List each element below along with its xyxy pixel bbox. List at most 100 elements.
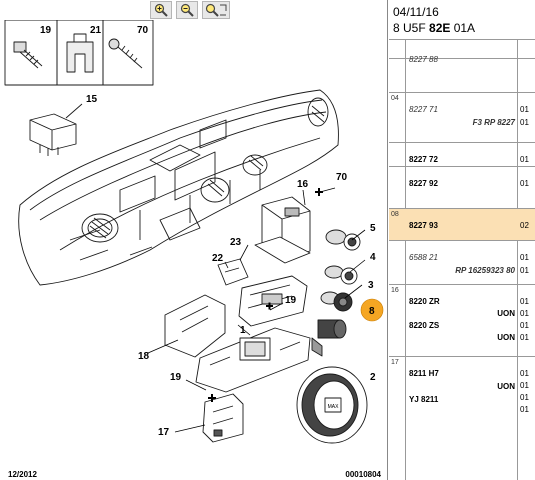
- bracket-22: [217, 258, 249, 286]
- exploded-parts-diagram: MAX: [4, 20, 384, 444]
- callout-5[interactable]: 5: [370, 223, 376, 234]
- row-part-number: 8211 H7: [409, 369, 439, 378]
- row-part-number: 8227 72: [409, 155, 438, 164]
- row-quantity: 01: [520, 333, 529, 342]
- row-reference: RP 16259323 80: [455, 266, 515, 275]
- zoom-in-button[interactable]: [150, 1, 172, 19]
- row-part-number: 8227 71: [409, 105, 438, 114]
- parts-list-panel: 04/11/16 8 U5F 82E 01A 8227 88 04 8227 71 F…: [389, 0, 535, 480]
- row-quantity: 01: [520, 405, 529, 414]
- row-quantity: 01: [520, 309, 529, 318]
- side-trim-18: [164, 294, 226, 358]
- parts-row[interactable]: 04 8227 71 F3 RP 8227 01 01: [389, 92, 535, 142]
- callout-8[interactable]: 8: [369, 306, 375, 317]
- row-quantity: 01: [520, 266, 529, 275]
- row-index: 08: [391, 211, 399, 218]
- parts-row[interactable]: 16 8220 ZR UON 8220 ZS UON 01 01 01 01: [389, 284, 535, 356]
- row-quantity: 01: [520, 321, 529, 330]
- callout-23[interactable]: 23: [230, 237, 242, 248]
- leader-lines: [147, 187, 366, 433]
- header-vehicle-code: 8 U5F 82E 01A: [393, 20, 535, 36]
- row-quantity: 01: [520, 253, 529, 262]
- row-part-number: 8227 93: [409, 221, 438, 230]
- fixing-markers: [208, 188, 323, 402]
- row-index: 04: [391, 95, 399, 102]
- bracket-17: [202, 393, 244, 443]
- row-quantity: 02: [520, 221, 529, 230]
- header-code-bold: 82E: [429, 21, 451, 35]
- socket-5: [325, 229, 361, 251]
- row-reference: UON: [497, 309, 515, 318]
- callout-1[interactable]: 1: [240, 325, 246, 336]
- center-console-bracket: [254, 196, 311, 264]
- callout-19-b[interactable]: 19: [285, 295, 297, 306]
- zoom-toolbar: [150, 1, 230, 20]
- row-index: 16: [391, 287, 399, 294]
- screw-box-70: [102, 20, 154, 86]
- row-part-number: 8227 92: [409, 179, 438, 188]
- row-reference: F3 RP 8227: [472, 118, 515, 127]
- panel-header: 04/11/16 8 U5F 82E 01A: [389, 0, 535, 40]
- row-part-number: YJ 8211: [409, 395, 439, 404]
- parts-row[interactable]: 8227 72 01: [389, 142, 535, 166]
- socket-3: [320, 291, 353, 312]
- row-part-number: 6588 21: [409, 253, 438, 262]
- column-divider: [517, 40, 518, 480]
- socket-4: [324, 265, 358, 285]
- callout-2[interactable]: 2: [370, 372, 376, 383]
- callout-70[interactable]: 70: [137, 25, 149, 36]
- footer-date: 12/2012: [8, 470, 37, 479]
- zoom-out-icon: [180, 3, 194, 17]
- row-quantity: 01: [520, 393, 529, 402]
- callout-17[interactable]: 17: [158, 427, 170, 438]
- callout-22[interactable]: 22: [212, 253, 224, 264]
- zoom-out-button[interactable]: [176, 1, 198, 19]
- parts-row[interactable]: 8227 92 01: [389, 166, 535, 208]
- row-quantity: 01: [520, 381, 529, 390]
- callout-15[interactable]: 15: [86, 94, 98, 105]
- relay-module: [29, 103, 83, 156]
- clip-icon: [66, 33, 94, 73]
- header-date: 04/11/16: [393, 5, 439, 19]
- callout-highlight: [360, 298, 384, 322]
- callout-18[interactable]: 18: [138, 351, 150, 362]
- callout-19-c[interactable]: 19: [170, 372, 182, 383]
- console-surround: [238, 275, 308, 327]
- row-part-number: 8220 ZS: [409, 321, 440, 330]
- row-part-number: 8220 ZR: [409, 297, 440, 306]
- footer-code: 00010804: [345, 470, 381, 479]
- row-quantity: 01: [520, 179, 529, 188]
- row-quantity: 01: [520, 105, 529, 114]
- callout-numbers: 19 21 70 15 16 70 5 4 3 8 23 22 1 19 18 …: [40, 25, 376, 438]
- row-reference: UON: [497, 333, 515, 342]
- row-quantity: 01: [520, 297, 529, 306]
- callout-3[interactable]: 3: [368, 280, 374, 291]
- header-code-prefix: 8 U5F: [393, 21, 430, 35]
- row-index: 17: [391, 359, 399, 366]
- callout-21[interactable]: 21: [90, 25, 102, 36]
- row-reference: UON: [497, 382, 515, 391]
- dashboard-frame: [18, 89, 339, 286]
- callout-19[interactable]: 19: [40, 25, 52, 36]
- zoom-in-icon: [154, 3, 168, 17]
- row-quantity: 01: [520, 155, 529, 164]
- callout-4[interactable]: 4: [370, 252, 376, 263]
- zoom-fit-icon: [205, 3, 227, 17]
- bolt-icon: [13, 41, 43, 69]
- lighter-8: [311, 319, 347, 357]
- parts-row[interactable]: 6588 21 RP 16259323 80 01 01: [389, 240, 535, 284]
- row-part-number: 8227 88: [409, 55, 438, 64]
- callout-16[interactable]: 16: [297, 179, 309, 190]
- callout-70-b[interactable]: 70: [336, 172, 348, 183]
- switch-panel: [195, 327, 311, 393]
- svg-text:MAX: MAX: [328, 404, 340, 410]
- row-quantity: 01: [520, 118, 529, 127]
- header-code-suffix: 01A: [450, 21, 476, 35]
- diagram-viewer: MAX: [4, 0, 388, 480]
- zoom-fit-button[interactable]: [202, 1, 230, 19]
- ashtray-cup: MAX: [296, 366, 368, 444]
- parts-row[interactable]: 8227 88: [389, 55, 535, 92]
- column-divider: [405, 40, 406, 480]
- parts-row-selected[interactable]: 08 8227 93 02: [389, 208, 535, 240]
